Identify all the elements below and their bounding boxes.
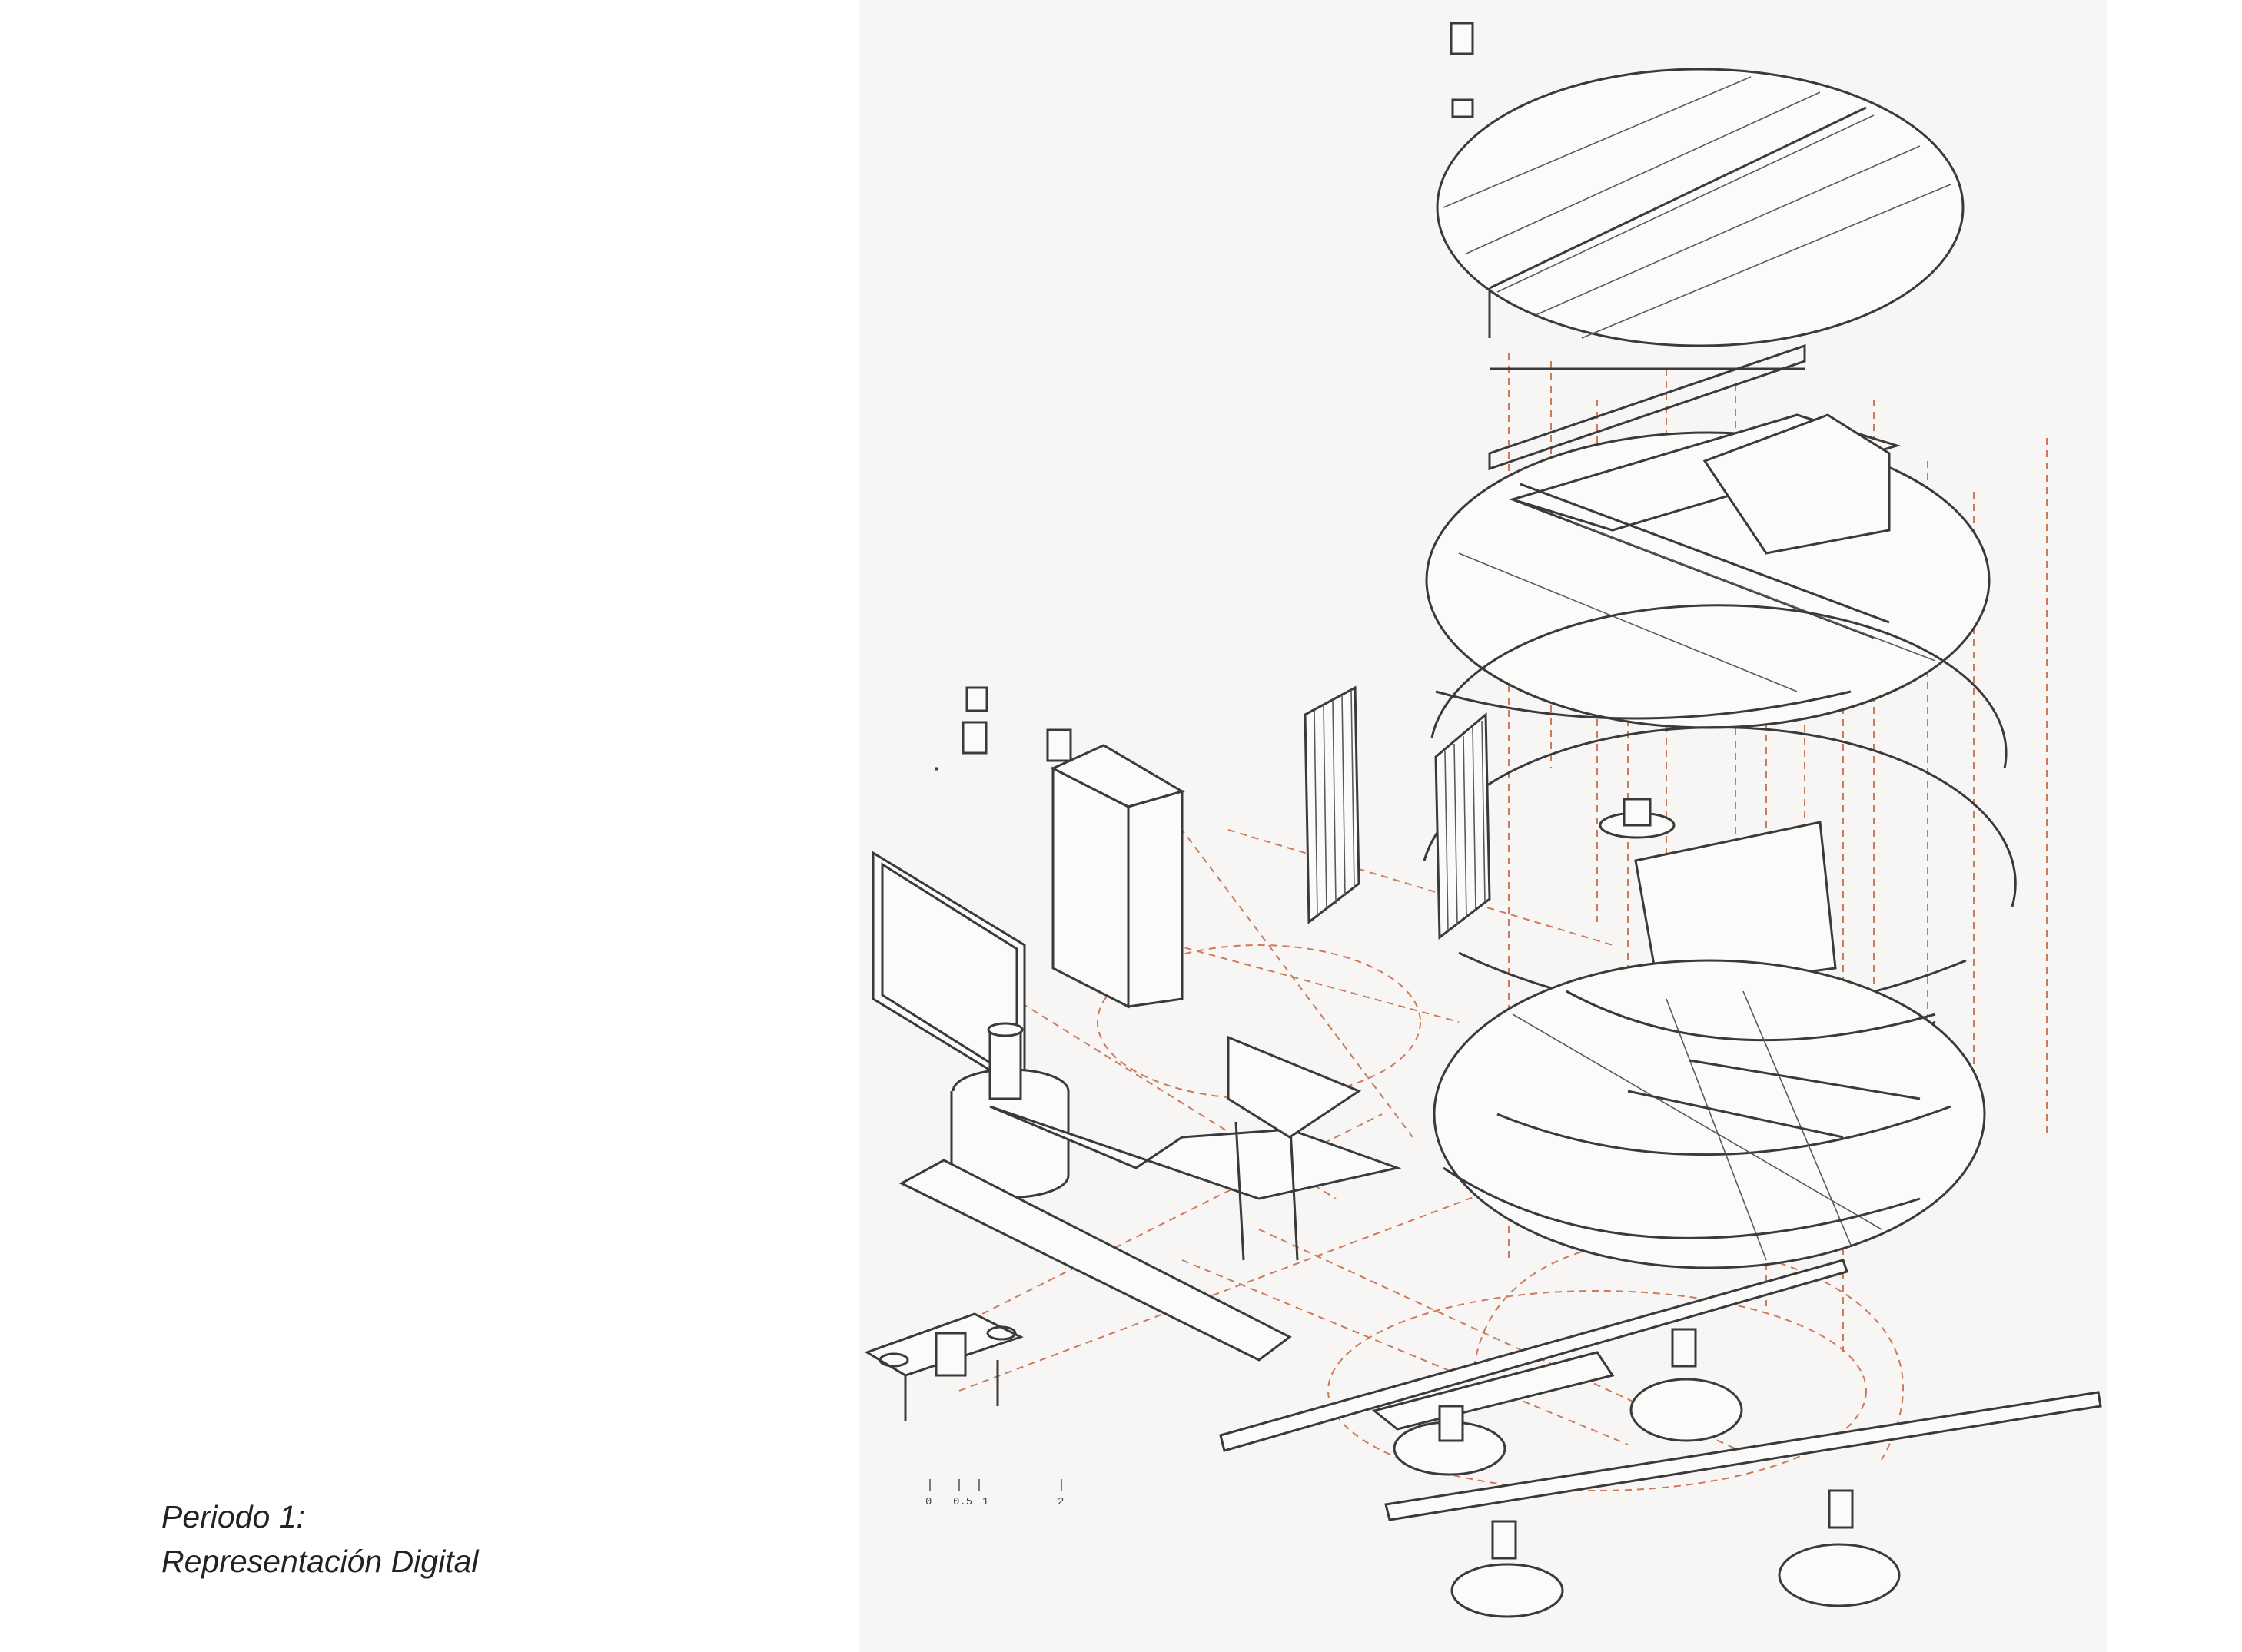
cylinder-planter — [950, 1022, 1070, 1199]
scale-label-2: 2 — [1058, 1496, 1064, 1508]
curved-slat-screens — [1304, 685, 1491, 940]
caption-line-1: Periodo 1: — [161, 1499, 305, 1534]
exploded-axonometric-drawing: 0 0.5 1 2 — [864, 22, 2102, 1618]
scale-bar: 0 0.5 1 2 — [925, 1479, 1064, 1508]
scale-label-0-5: 0.5 — [953, 1496, 972, 1508]
bench-plank — [898, 1035, 1402, 1362]
caption: Periodo 1: Representación Digital — [161, 1494, 479, 1584]
top-roof-disc — [1436, 22, 1965, 347]
cabinet-module — [935, 686, 1185, 1009]
support-footings — [1393, 1328, 1901, 1618]
upper-floor-disc — [1425, 343, 1991, 729]
base-beams — [1219, 1259, 2102, 1521]
scale-label-0: 0 — [925, 1496, 932, 1508]
side-table — [864, 1312, 1024, 1421]
caption-line-2: Representación Digital — [161, 1544, 479, 1579]
scale-label-1: 1 — [982, 1496, 988, 1508]
drawing-sheet: 0 0.5 1 2 — [859, 0, 2107, 1652]
base-floor-disc — [1433, 959, 1986, 1269]
